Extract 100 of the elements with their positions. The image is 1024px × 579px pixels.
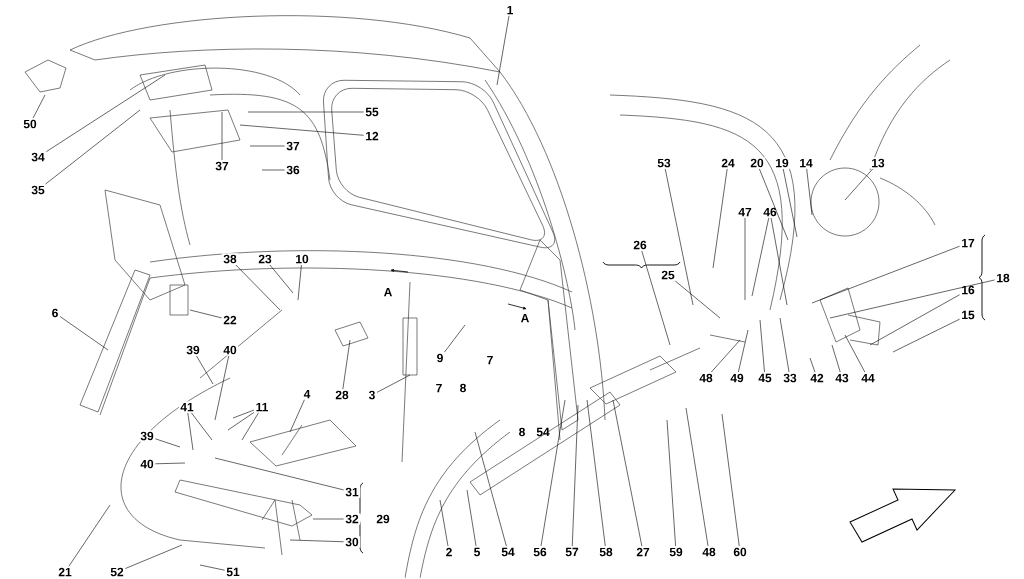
leader-line (721, 413, 740, 547)
leader-line (496, 15, 510, 86)
leader-line (191, 412, 213, 441)
callout-number: A (520, 313, 529, 323)
callout-number: 17 (959, 237, 977, 249)
callout-number: 21 (56, 566, 74, 578)
leader-line (376, 374, 411, 393)
callout-number: 43 (833, 372, 851, 384)
callout-number: 30 (343, 536, 361, 548)
callout-number: 59 (667, 546, 685, 558)
leader-line (612, 399, 643, 547)
leader-line (831, 344, 841, 373)
leader-line (666, 419, 676, 547)
callout-number: 16 (959, 284, 977, 296)
callout-number: 15 (959, 309, 977, 321)
leader-line (68, 504, 111, 567)
callout-number: 34 (29, 151, 47, 163)
leader-line (711, 339, 741, 373)
leader-line (312, 518, 344, 520)
leader-line (196, 355, 214, 385)
callout-number: 39 (138, 430, 156, 442)
callout-number: 54 (536, 427, 550, 437)
callout-number: 45 (756, 372, 774, 384)
callout-number: 56 (531, 546, 549, 558)
callout-number: 48 (700, 546, 718, 558)
callout-number: 8 (519, 427, 525, 437)
leader-line (221, 111, 223, 161)
leader-line (782, 168, 798, 238)
leader-line (674, 280, 721, 319)
leader-line (712, 168, 728, 269)
leader-line (289, 399, 305, 433)
callout-number: 19 (773, 157, 791, 169)
callout-number: 24 (719, 157, 737, 169)
leader-line (269, 264, 294, 294)
callout-number: A (383, 287, 392, 297)
callout-number: 44 (859, 372, 877, 384)
callout-number: 51 (224, 566, 242, 578)
leader-line (32, 94, 46, 119)
leader-line (227, 412, 255, 431)
callout-number: 20 (748, 157, 766, 169)
callout-number: 52 (108, 566, 126, 578)
callout-number: 50 (21, 118, 39, 130)
callout-number: 58 (597, 546, 615, 558)
callout-number: 32 (343, 513, 361, 525)
callout-number: 10 (293, 253, 311, 265)
callout-number: 6 (50, 307, 60, 319)
leader-line (586, 399, 606, 547)
leader-line (235, 264, 281, 311)
callout-number: 48 (697, 372, 715, 384)
callout-number: 11 (254, 401, 270, 413)
callout-number: 28 (333, 389, 351, 401)
callout-number: 31 (343, 486, 361, 498)
callout-number: 54 (499, 546, 517, 558)
leader-line (59, 316, 109, 351)
callout-number: 29 (376, 514, 390, 524)
leader-line (466, 489, 477, 547)
callout-number: 41 (178, 401, 196, 413)
callout-number: 4 (302, 388, 312, 400)
leader-line (155, 438, 181, 448)
leader-line (869, 294, 960, 346)
leader-line (214, 457, 344, 491)
leader-line (892, 318, 960, 353)
callout-number: 22 (221, 314, 239, 326)
leader-line (239, 124, 364, 136)
callout-number: 55 (363, 106, 381, 118)
leader-line (199, 564, 225, 571)
callout-number: 37 (213, 160, 231, 172)
callout-number: 25 (659, 269, 677, 281)
callout-number: 13 (869, 157, 887, 169)
leader-line (779, 317, 790, 373)
callout-number: 26 (631, 239, 649, 251)
leader-line (759, 319, 765, 373)
leader-line (770, 217, 788, 306)
callout-number: 35 (29, 184, 47, 196)
leader-line (444, 324, 466, 353)
callout-number: 38 (221, 253, 239, 265)
leader-line (685, 407, 709, 547)
leader-line (45, 109, 141, 185)
leader-line (249, 145, 285, 147)
leader-line (664, 168, 694, 306)
callout-number: 1 (505, 4, 515, 16)
leader-line (844, 168, 873, 201)
callout-number: 53 (655, 157, 673, 169)
leader-line (811, 245, 960, 304)
callout-number: 27 (634, 546, 652, 558)
leader-line (751, 217, 770, 297)
leader-line (189, 309, 222, 319)
leader-line (439, 499, 449, 547)
leader-line (247, 111, 364, 113)
callout-number: 23 (256, 253, 274, 265)
leader-line (241, 412, 259, 441)
callout-number: 7 (487, 355, 493, 365)
callout-number: 7 (436, 383, 442, 393)
callout-number: 12 (363, 130, 381, 142)
callout-number: 36 (284, 164, 302, 176)
leader-line (125, 544, 183, 569)
leader-line (46, 74, 166, 152)
leader-line (289, 539, 344, 543)
callout-number: 18 (994, 272, 1012, 284)
callout-number: 47 (736, 206, 754, 218)
